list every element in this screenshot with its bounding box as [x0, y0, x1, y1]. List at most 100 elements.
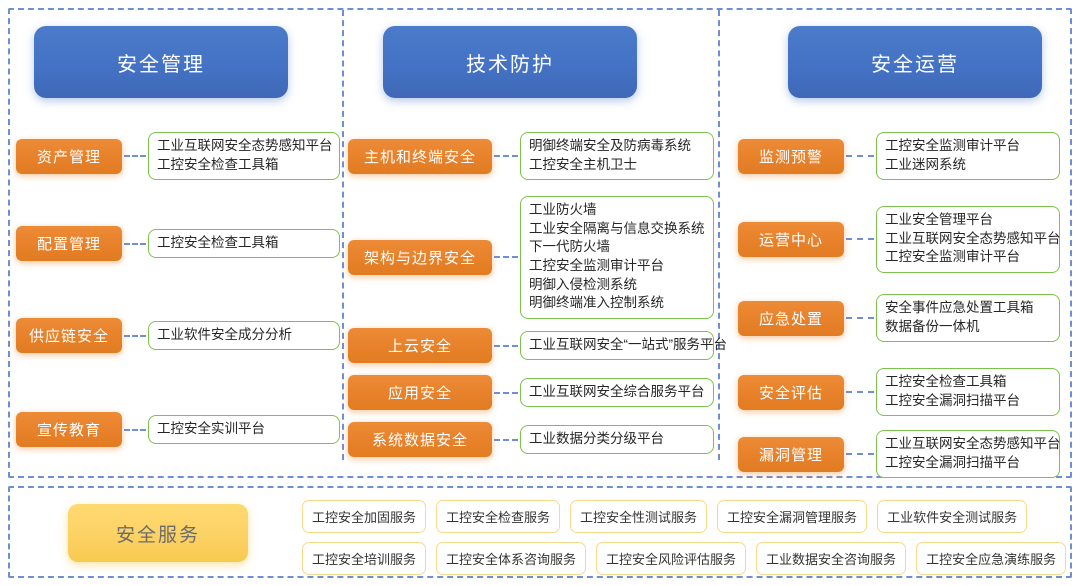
connector-line	[494, 344, 518, 347]
detail-item: 工业迷网系统	[885, 156, 966, 172]
detail-item: 工业软件安全成分分析	[157, 326, 292, 342]
tag-configuration-management[interactable]: 配置管理	[16, 226, 122, 261]
connector-line	[846, 391, 874, 394]
connector-line	[494, 391, 518, 394]
row-application-security[interactable]: 应用安全 工业互联网安全综合服务平台	[348, 375, 714, 410]
service-chip[interactable]: 工控安全培训服务	[302, 542, 427, 575]
service-chip[interactable]: 工控安全风险评估服务	[596, 542, 747, 575]
connector-line	[846, 317, 874, 320]
connector-line	[494, 438, 518, 441]
row-cloud-security[interactable]: 上云安全 工业互联网安全“一站式”服务平台	[348, 328, 727, 363]
service-chip[interactable]: 工业软件安全测试服务	[877, 500, 1028, 533]
column-security-management: 安全管理 资产管理 工业互联网安全态势感知平台 工控安全检查工具箱 配置管理 工…	[10, 10, 340, 460]
detail-box-architecture-boundary-security: 工业防火墙 工业安全隔离与信息交换系统 下一代防火墙 工控安全监测审计平台 明御…	[520, 196, 714, 319]
detail-item: 工控安全监测审计平台	[885, 138, 1020, 153]
detail-item: 工业数据分类分级平台	[529, 430, 664, 446]
tag-system-data-security[interactable]: 系统数据安全	[348, 422, 492, 457]
row-configuration-management[interactable]: 配置管理 工控安全检查工具箱	[16, 226, 340, 261]
tag-supply-chain-security[interactable]: 供应链安全	[16, 318, 122, 353]
detail-item: 工业防火墙	[529, 202, 597, 217]
detail-box-security-assessment: 工控安全检查工具箱 工控安全漏洞扫描平台	[876, 368, 1060, 417]
column-separator-2	[718, 10, 720, 460]
detail-box-publicity-education: 工控安全实训平台	[148, 414, 340, 445]
detail-box-monitoring-warning: 工控安全监测审计平台 工业迷网系统	[876, 132, 1060, 181]
tag-emergency-response[interactable]: 应急处置	[738, 300, 844, 336]
detail-item: 工业互联网安全态势感知平台	[157, 138, 333, 153]
tag-security-assessment[interactable]: 安全评估	[738, 374, 844, 410]
column-header-security-management[interactable]: 安全管理	[34, 26, 288, 98]
detail-item: 工控安全检查工具箱	[885, 374, 1007, 389]
connector-line	[494, 256, 518, 259]
row-supply-chain-security[interactable]: 供应链安全 工业软件安全成分分析	[16, 318, 340, 353]
detail-box-emergency-response: 安全事件应急处置工具箱 数据备份一体机	[876, 294, 1060, 343]
detail-item: 明御终端准入控制系统	[529, 295, 664, 311]
tag-asset-management[interactable]: 资产管理	[16, 138, 122, 174]
tag-operations-center[interactable]: 运营中心	[738, 221, 844, 257]
connector-line	[124, 242, 146, 245]
connector-line	[124, 155, 146, 158]
services-row: 工控安全培训服务 工控安全体系咨询服务 工控安全风险评估服务 工业数据安全咨询服…	[302, 542, 1067, 575]
service-chip[interactable]: 工控安全体系咨询服务	[436, 542, 587, 575]
detail-item: 工业互联网安全综合服务平台	[529, 383, 705, 399]
detail-item: 工控安全监测审计平台	[885, 249, 1020, 265]
tag-architecture-boundary-security[interactable]: 架构与边界安全	[348, 239, 492, 275]
service-chip[interactable]: 工控安全检查服务	[436, 500, 561, 533]
tag-monitoring-warning[interactable]: 监测预警	[738, 138, 844, 174]
row-security-assessment[interactable]: 安全评估 工控安全检查工具箱 工控安全漏洞扫描平台	[738, 368, 1060, 417]
detail-item: 工业互联网安全态势感知平台	[885, 230, 1061, 246]
tag-publicity-education[interactable]: 宣传教育	[16, 412, 122, 447]
column-header-technical-protection[interactable]: 技术防护	[383, 26, 637, 98]
tag-host-endpoint-security[interactable]: 主机和终端安全	[348, 138, 492, 174]
detail-item: 工业安全隔离与信息交换系统	[529, 220, 705, 236]
column-separator-1	[342, 10, 344, 460]
connector-line	[846, 238, 874, 241]
row-vulnerability-management[interactable]: 漏洞管理 工业互联网安全态势感知平台 工控安全漏洞扫描平台	[738, 430, 1061, 479]
connector-line	[846, 155, 874, 158]
detail-box-host-endpoint-security: 明御终端安全及防病毒系统 工控安全主机卫士	[520, 132, 714, 181]
detail-item: 工业安全管理平台	[885, 212, 993, 227]
security-services-panel: 安全服务 工控安全加固服务 工控安全检查服务 工控安全性测试服务 工控安全漏洞管…	[8, 486, 1072, 578]
detail-box-supply-chain-security: 工业软件安全成分分析	[148, 320, 340, 351]
service-chip[interactable]: 工控安全漏洞管理服务	[717, 500, 868, 533]
row-asset-management[interactable]: 资产管理 工业互联网安全态势感知平台 工控安全检查工具箱	[16, 132, 340, 181]
detail-box-operations-center: 工业安全管理平台 工业互联网安全态势感知平台 工控安全监测审计平台	[876, 206, 1061, 273]
detail-item: 数据备份一体机	[885, 318, 980, 334]
row-publicity-education[interactable]: 宣传教育 工控安全实训平台	[16, 412, 340, 447]
column-header-security-operations[interactable]: 安全运营	[788, 26, 1042, 98]
detail-box-system-data-security: 工业数据分类分级平台	[520, 424, 714, 455]
services-row: 工控安全加固服务 工控安全检查服务 工控安全性测试服务 工控安全漏洞管理服务 工…	[302, 500, 1062, 533]
service-chip[interactable]: 工业数据安全咨询服务	[756, 542, 907, 575]
detail-box-asset-management: 工业互联网安全态势感知平台 工控安全检查工具箱	[148, 132, 340, 181]
tag-vulnerability-management[interactable]: 漏洞管理	[738, 436, 844, 472]
detail-box-configuration-management: 工控安全检查工具箱	[148, 228, 340, 259]
row-architecture-boundary-security[interactable]: 架构与边界安全 工业防火墙 工业安全隔离与信息交换系统 下一代防火墙 工控安全监…	[348, 196, 714, 319]
service-chip[interactable]: 工控安全应急演练服务	[916, 542, 1067, 575]
row-emergency-response[interactable]: 应急处置 安全事件应急处置工具箱 数据备份一体机	[738, 294, 1060, 343]
detail-item: 工控安全监测审计平台	[529, 257, 664, 273]
row-monitoring-warning[interactable]: 监测预警 工控安全监测审计平台 工业迷网系统	[738, 132, 1060, 181]
tag-application-security[interactable]: 应用安全	[348, 375, 492, 410]
detail-item: 安全事件应急处置工具箱	[885, 300, 1034, 315]
column-technical-protection: 技术防护 主机和终端安全 明御终端安全及防病毒系统 工控安全主机卫士 架构与边界…	[344, 10, 727, 460]
detail-item: 明御终端安全及防病毒系统	[529, 138, 691, 153]
detail-item: 工业互联网安全态势感知平台	[885, 436, 1061, 451]
main-architecture-panel	[8, 8, 1072, 478]
connector-line	[124, 428, 146, 431]
row-host-endpoint-security[interactable]: 主机和终端安全 明御终端安全及防病毒系统 工控安全主机卫士	[348, 132, 714, 181]
row-system-data-security[interactable]: 系统数据安全 工业数据分类分级平台	[348, 422, 714, 457]
connector-line	[846, 453, 874, 456]
detail-item: 工业互联网安全“一站式”服务平台	[529, 336, 727, 352]
connector-line	[494, 155, 518, 158]
service-chip[interactable]: 工控安全性测试服务	[570, 500, 708, 533]
tag-cloud-security[interactable]: 上云安全	[348, 328, 492, 363]
detail-item: 工控安全漏洞扫描平台	[885, 392, 1020, 408]
detail-item: 明御入侵检测系统	[529, 276, 637, 292]
detail-item: 工控安全主机卫士	[529, 156, 637, 172]
service-chip[interactable]: 工控安全加固服务	[302, 500, 427, 533]
column-security-operations: 安全运营 监测预警 工控安全监测审计平台 工业迷网系统 运营中心 工业安全管理平…	[720, 10, 1062, 479]
row-operations-center[interactable]: 运营中心 工业安全管理平台 工业互联网安全态势感知平台 工控安全监测审计平台	[738, 206, 1061, 273]
detail-item: 工控安全检查工具箱	[157, 234, 279, 250]
detail-box-cloud-security: 工业互联网安全“一站式”服务平台	[520, 330, 727, 361]
services-header[interactable]: 安全服务	[68, 504, 248, 562]
detail-item: 下一代防火墙	[529, 239, 610, 255]
